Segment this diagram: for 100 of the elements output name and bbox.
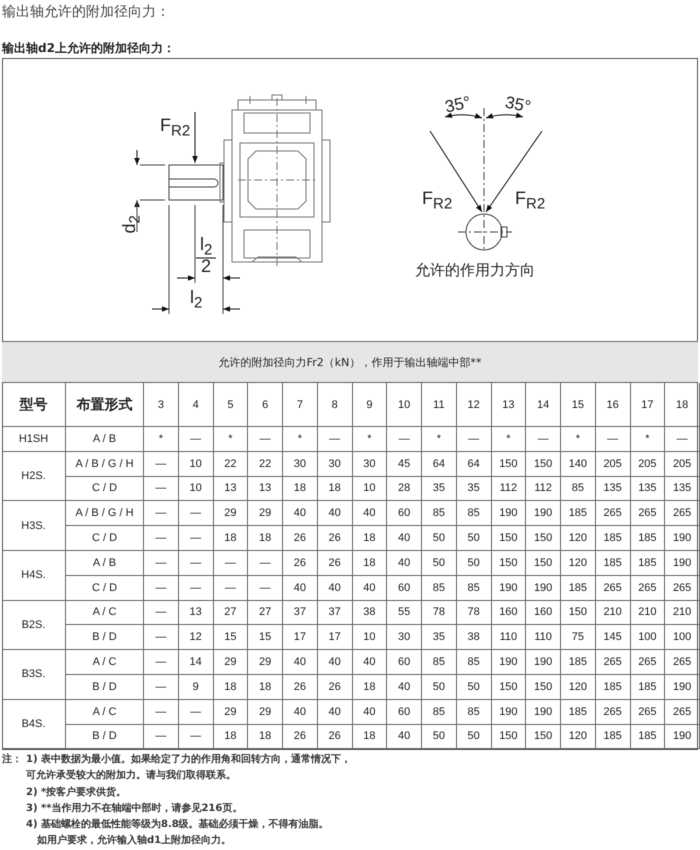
length-label: l$_{2}$ xyxy=(200,234,212,259)
table-cell: 110 xyxy=(492,625,526,650)
table-cell: 185 xyxy=(596,551,630,576)
table-cell: 40 xyxy=(352,650,388,675)
table-cell: 150 xyxy=(526,551,561,576)
arrangement-cell: B / D xyxy=(66,625,144,650)
table-cell: 150 xyxy=(492,526,526,551)
model-cell: H1SH xyxy=(2,427,66,452)
table-cell: — xyxy=(178,700,214,725)
table-cell: 12 xyxy=(178,625,214,650)
table-cell: 29 xyxy=(248,700,283,725)
table-cell: 40 xyxy=(387,675,422,700)
table-cell: 190 xyxy=(665,551,700,576)
table-cell: 265 xyxy=(630,700,666,725)
table-cell: 30 xyxy=(318,452,352,477)
table-cell: 135 xyxy=(630,476,666,502)
table-cell: 40 xyxy=(283,650,318,675)
model-cell: B2S. xyxy=(2,600,66,650)
table-cell: 120 xyxy=(561,551,596,576)
table-cell: — xyxy=(144,600,179,626)
table-cell: 205 xyxy=(596,452,630,477)
table-cell: 135 xyxy=(665,476,700,502)
table-cell: 265 xyxy=(630,501,666,526)
drawing-caption: 允许的作用力方向 xyxy=(415,261,535,280)
table-cell: 265 xyxy=(596,650,630,675)
table-cell: — xyxy=(214,576,248,601)
table-cell: 18 xyxy=(248,675,283,700)
table-cell: 37 xyxy=(283,600,318,626)
table-cell: — xyxy=(387,427,422,452)
table-cell: 18 xyxy=(283,476,318,502)
table-cell: 9 xyxy=(178,675,214,700)
header-cell: 17 xyxy=(630,383,666,427)
table-cell: 40 xyxy=(318,700,352,725)
table-cell: 18 xyxy=(352,551,388,576)
table-cell: 18 xyxy=(214,724,248,750)
table-cell: 37 xyxy=(318,600,352,626)
arrangement-cell: A / B xyxy=(66,427,144,452)
table-cell: — xyxy=(178,427,214,452)
table-cell: 85 xyxy=(456,576,492,601)
table-cell: 30 xyxy=(352,452,388,477)
table-cell: 135 xyxy=(596,476,630,502)
table-cell: — xyxy=(178,724,214,750)
table-cell: 26 xyxy=(318,724,352,750)
table-cell: 265 xyxy=(596,501,630,526)
table-cell: 38 xyxy=(352,600,388,626)
table-cell: 185 xyxy=(561,501,596,526)
arrangement-cell: A / C xyxy=(66,650,144,675)
arrangement-cell: C / D xyxy=(66,576,144,601)
arrangement-cell: A / B / G / H xyxy=(66,501,144,526)
table-cell: 27 xyxy=(248,600,283,626)
table-cell: 185 xyxy=(630,724,666,750)
arrangement-cell: A / B / G / H xyxy=(66,452,144,477)
table-cell: * xyxy=(630,427,666,452)
table-cell: 50 xyxy=(456,675,492,700)
table-cell: 29 xyxy=(214,501,248,526)
table-cell: 185 xyxy=(596,724,630,750)
header-cell: 3 xyxy=(144,383,179,427)
table-cell: 13 xyxy=(248,476,283,502)
table-cell: — xyxy=(144,724,179,750)
angle-label: 35° xyxy=(443,92,473,118)
table-cell: 210 xyxy=(665,600,700,626)
header-cell: 8 xyxy=(318,383,352,427)
table-cell: 160 xyxy=(526,600,561,626)
header-cell: 7 xyxy=(283,383,318,427)
note-text: 1) 表中数据为最小值。如果给定了力的作用角和回转方向，通常情况下，可允许承受较大的附加力。请与我们取得联系。 xyxy=(26,752,352,783)
table-cell: 38 xyxy=(456,625,492,650)
header-cell: 14 xyxy=(526,383,561,427)
model-cell: B3S. xyxy=(2,650,66,700)
table-cell: 60 xyxy=(387,650,422,675)
header-cell: 12 xyxy=(456,383,492,427)
table-cell: 28 xyxy=(387,476,422,502)
header-cell: 13 xyxy=(492,383,526,427)
table-cell: 60 xyxy=(387,576,422,601)
table-cell: 150 xyxy=(526,675,561,700)
table-cell: 18 xyxy=(352,675,388,700)
table-cell: — xyxy=(596,427,630,452)
table-cell: 265 xyxy=(596,576,630,601)
table-cell: 265 xyxy=(665,576,700,601)
table-cell: 18 xyxy=(214,526,248,551)
table-cell: 30 xyxy=(387,625,422,650)
angle-label: 35° xyxy=(503,92,533,118)
table-cell: 35 xyxy=(422,476,457,502)
note-text: 如用户要求，允许输入轴d1上附加径向力。 xyxy=(37,833,232,848)
table-cell: 14 xyxy=(178,650,214,675)
table-cell: 160 xyxy=(492,600,526,626)
table-cell: 120 xyxy=(561,724,596,750)
table-cell: 60 xyxy=(387,700,422,725)
table-cell: 22 xyxy=(214,452,248,477)
table-cell: 75 xyxy=(561,625,596,650)
table-cell: 17 xyxy=(318,625,352,650)
table-cell: — xyxy=(248,576,283,601)
table-cell: 26 xyxy=(318,526,352,551)
table-cell: 150 xyxy=(492,452,526,477)
table-cell: 50 xyxy=(456,724,492,750)
table-cell: 210 xyxy=(596,600,630,626)
length-label: l$_{2}$ xyxy=(190,287,202,312)
table-cell: 150 xyxy=(492,675,526,700)
table-cell: 190 xyxy=(665,675,700,700)
table-cell: 50 xyxy=(422,551,457,576)
table-cell: 265 xyxy=(665,700,700,725)
